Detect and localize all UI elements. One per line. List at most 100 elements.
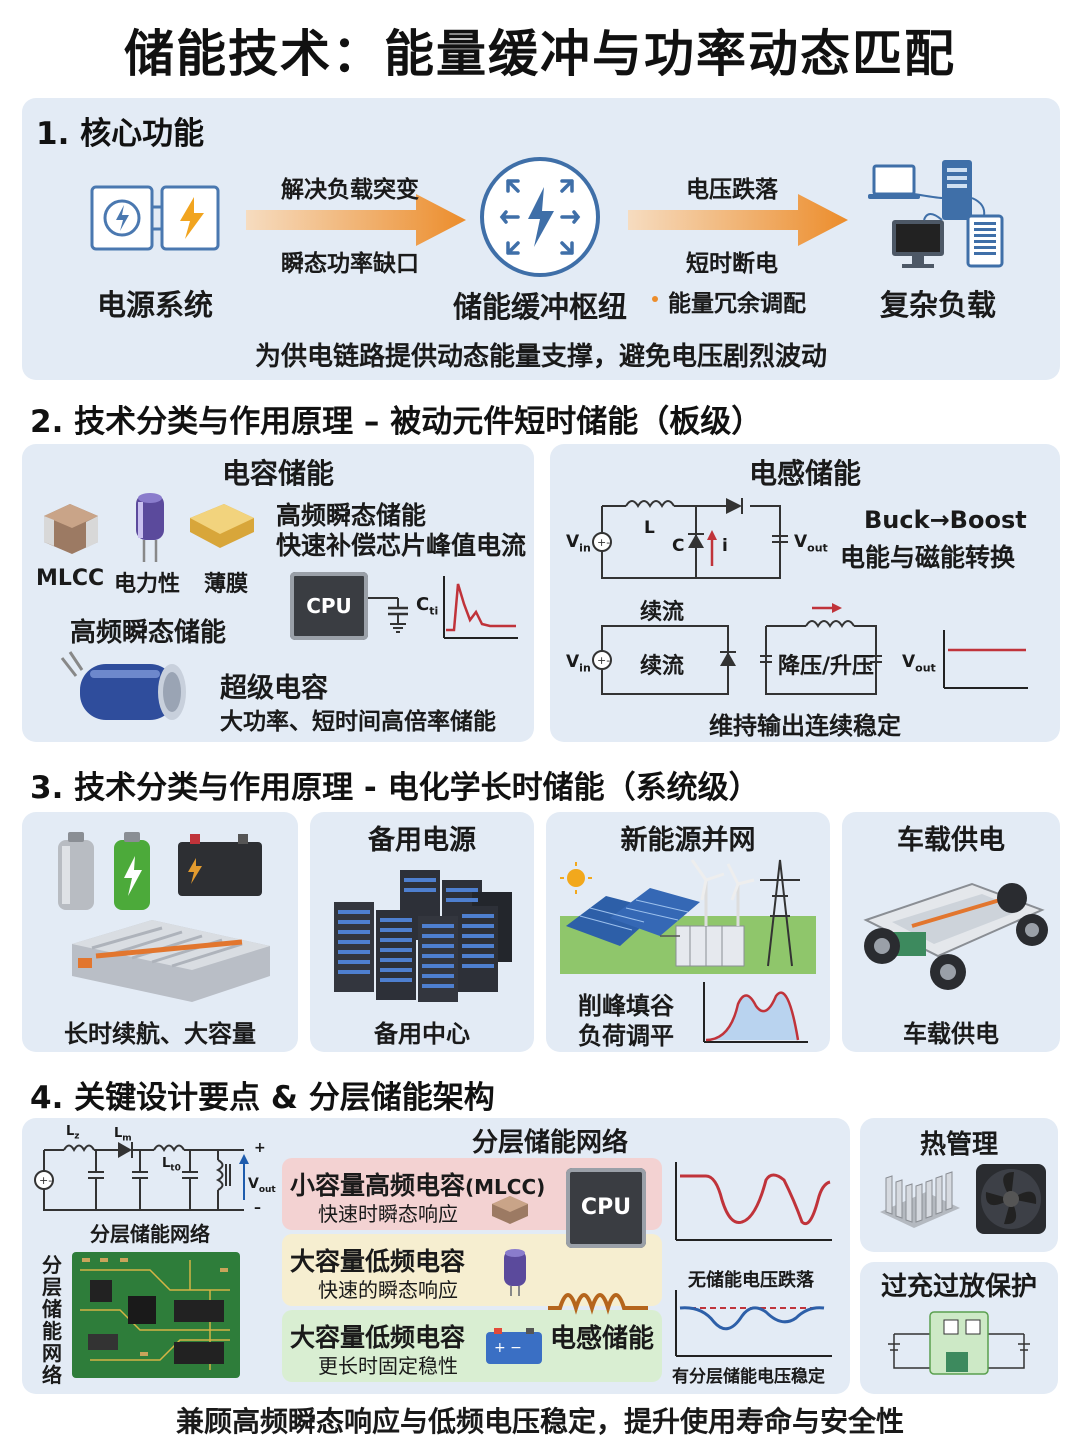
- protection-title: 过充过放保护: [880, 1272, 1037, 1302]
- backup-power-caption: 备用中心: [374, 1020, 470, 1048]
- cpu-chip-large: CPU: [566, 1168, 646, 1248]
- cpu-chip: CPU: [290, 572, 368, 640]
- heatsink-icon: [880, 1171, 960, 1228]
- buck-boost-label: Buck→Boost: [864, 506, 1027, 534]
- voltage-ripple-graph: [675, 1162, 832, 1241]
- inductor-coil-icon: [548, 1293, 648, 1315]
- mlcc-small-icon: [492, 1196, 528, 1224]
- vout-label-3: Vout: [248, 1176, 276, 1195]
- l2-label: Lm: [114, 1126, 132, 1144]
- energy-hub-icon: [480, 157, 600, 277]
- minus-label: –: [254, 1200, 261, 1216]
- freewheel-top-label: 续流: [640, 600, 685, 625]
- svg-text:+-: +-: [597, 536, 610, 549]
- power-source-label: 电源系统: [96, 288, 213, 322]
- arrow-right-icon: [246, 194, 466, 246]
- tier3-title: 大容量低频电容: [290, 1323, 466, 1352]
- cooling-fan-icon: [976, 1164, 1046, 1234]
- load-leveling-label: 负荷调平: [578, 1022, 674, 1050]
- cpu-label-2: CPU: [580, 1195, 632, 1220]
- capacitor-storage-title: 电容储能: [221, 457, 334, 490]
- pcb-vertical-label: 分层储能网络: [42, 1253, 62, 1387]
- current-i-label: i: [722, 536, 728, 556]
- freewheel-circuit: +-: [592, 603, 882, 695]
- vout-label-2: Vout: [902, 652, 936, 675]
- mlcc-label: MLCC: [36, 566, 105, 591]
- cap-c-label: C: [672, 536, 685, 556]
- film-capacitor-icon: [190, 504, 254, 548]
- layered-filter-circuit: +-: [34, 1142, 249, 1211]
- inductor-l-label: L: [644, 518, 655, 538]
- renewable-grid-title: 新能源并网: [620, 825, 756, 856]
- vehicle-power-caption: 车载供电: [903, 1020, 999, 1048]
- tier2-title: 大容量低频电容: [290, 1247, 466, 1276]
- stable-output-graph: [943, 630, 1028, 689]
- network-title: 分层储能网络: [471, 1128, 628, 1158]
- protection-circuit-icon: [888, 1311, 1030, 1375]
- voltage-compare-graph: [675, 1290, 832, 1357]
- mlcc-icon: [44, 504, 98, 554]
- hf-transient-desc: 快速补偿芯片峰值电流: [276, 531, 527, 560]
- arrow1-bottom-label: 瞬态功率缺口: [281, 251, 419, 277]
- section1-heading: 1. 核心功能: [36, 116, 205, 152]
- thermal-title: 热管理: [919, 1130, 998, 1160]
- arrow-right-icon-2: [628, 194, 848, 246]
- svg-text:+-: +-: [597, 654, 610, 667]
- complex-load-icon: [868, 160, 1004, 268]
- arrow2-top-label: 电压跌落: [686, 177, 778, 203]
- data-center-icon: [334, 870, 512, 1002]
- vin-label-2: Vin: [566, 652, 591, 675]
- electrolytic-label: 电力性: [114, 572, 181, 597]
- tier-inductor: [282, 1310, 662, 1382]
- renewable-scene-icon: [560, 859, 816, 974]
- tier1-desc: 快速时瞬态响应: [318, 1202, 458, 1226]
- hf-transient-title-2: 高频瞬态储能: [70, 618, 227, 648]
- current-spike-graph: [443, 576, 518, 639]
- l1-label: Lz: [66, 1124, 80, 1142]
- arrow1-top-label: 解决负载突变: [281, 177, 419, 203]
- page-title: 储能技术：能量缓冲与功率动态匹配: [124, 25, 956, 83]
- with-storage-label: 有分层储能电压稳定: [672, 1367, 825, 1387]
- tier1-title: 小容量高频电容(MLCC): [290, 1171, 546, 1200]
- hub-label: 储能缓冲枢纽: [452, 290, 627, 324]
- tier3-desc: 更长时固定稳性: [318, 1354, 458, 1378]
- decoupling-cap-symbol: [368, 597, 408, 633]
- pcb-board-icon: [72, 1252, 240, 1378]
- electrolytic-small-icon: [504, 1249, 526, 1296]
- ev-chassis-icon: [863, 882, 1048, 990]
- electrolytic-capacitor-icon: [136, 493, 164, 562]
- arrow2-bottom-label: 能量冗余调配: [668, 291, 806, 317]
- maintain-output-label: 维持输出连续稳定: [709, 712, 901, 740]
- freewheel-mid-label: 续流: [640, 654, 685, 679]
- inductor-storage-title: 电感储能: [748, 457, 861, 490]
- l3-label: Lt0: [162, 1156, 181, 1174]
- backup-power-title: 备用电源: [368, 825, 476, 856]
- power-source-icon: [90, 185, 220, 251]
- inductor-storage-panel: [550, 444, 1060, 742]
- bullet-dot: [652, 296, 658, 302]
- section4-heading: 4. 关键设计要点 & 分层储能架构: [30, 1080, 495, 1116]
- svg-text:+-: +-: [39, 1174, 52, 1187]
- vin-label: Vin: [566, 532, 591, 555]
- section3-heading: 3. 技术分类与作用原理 - 电化学长时储能（系统级）: [30, 770, 760, 806]
- battery-pack-icon: [58, 832, 270, 1002]
- peak-shaving-label: 削峰填谷: [578, 992, 674, 1020]
- cap-symbol-label: Cti: [416, 594, 439, 618]
- footer-summary: 兼顾高频瞬态响应与低频电压稳定，提升使用寿命与安全性: [175, 1405, 904, 1438]
- plus-label: +: [254, 1140, 266, 1156]
- buck-boost-cn-label: 降压/升压: [778, 654, 875, 679]
- tier2-desc: 快速的瞬态响应: [318, 1278, 458, 1302]
- svg-text:+ −: + −: [494, 1340, 522, 1356]
- supercap-title: 超级电容: [220, 673, 328, 704]
- cpu-label: CPU: [306, 594, 352, 618]
- hf-transient-title: 高频瞬态储能: [276, 501, 427, 530]
- arrow2-mid-label: 短时断电: [686, 251, 778, 277]
- complex-load-label: 复杂负载: [879, 288, 996, 322]
- load-curve-graph: [703, 982, 808, 1043]
- section2-heading: 2. 技术分类与作用原理 – 被动元件短时储能（板级）: [30, 404, 763, 440]
- supercap-desc: 大功率、短时间高倍率储能: [220, 709, 496, 735]
- circuit-caption: 分层储能网络: [90, 1222, 210, 1246]
- film-label: 薄膜: [204, 572, 249, 597]
- energy-conversion-label: 电能与磁能转换: [840, 543, 1016, 572]
- battery-card-caption: 长时续航、大容量: [64, 1020, 256, 1048]
